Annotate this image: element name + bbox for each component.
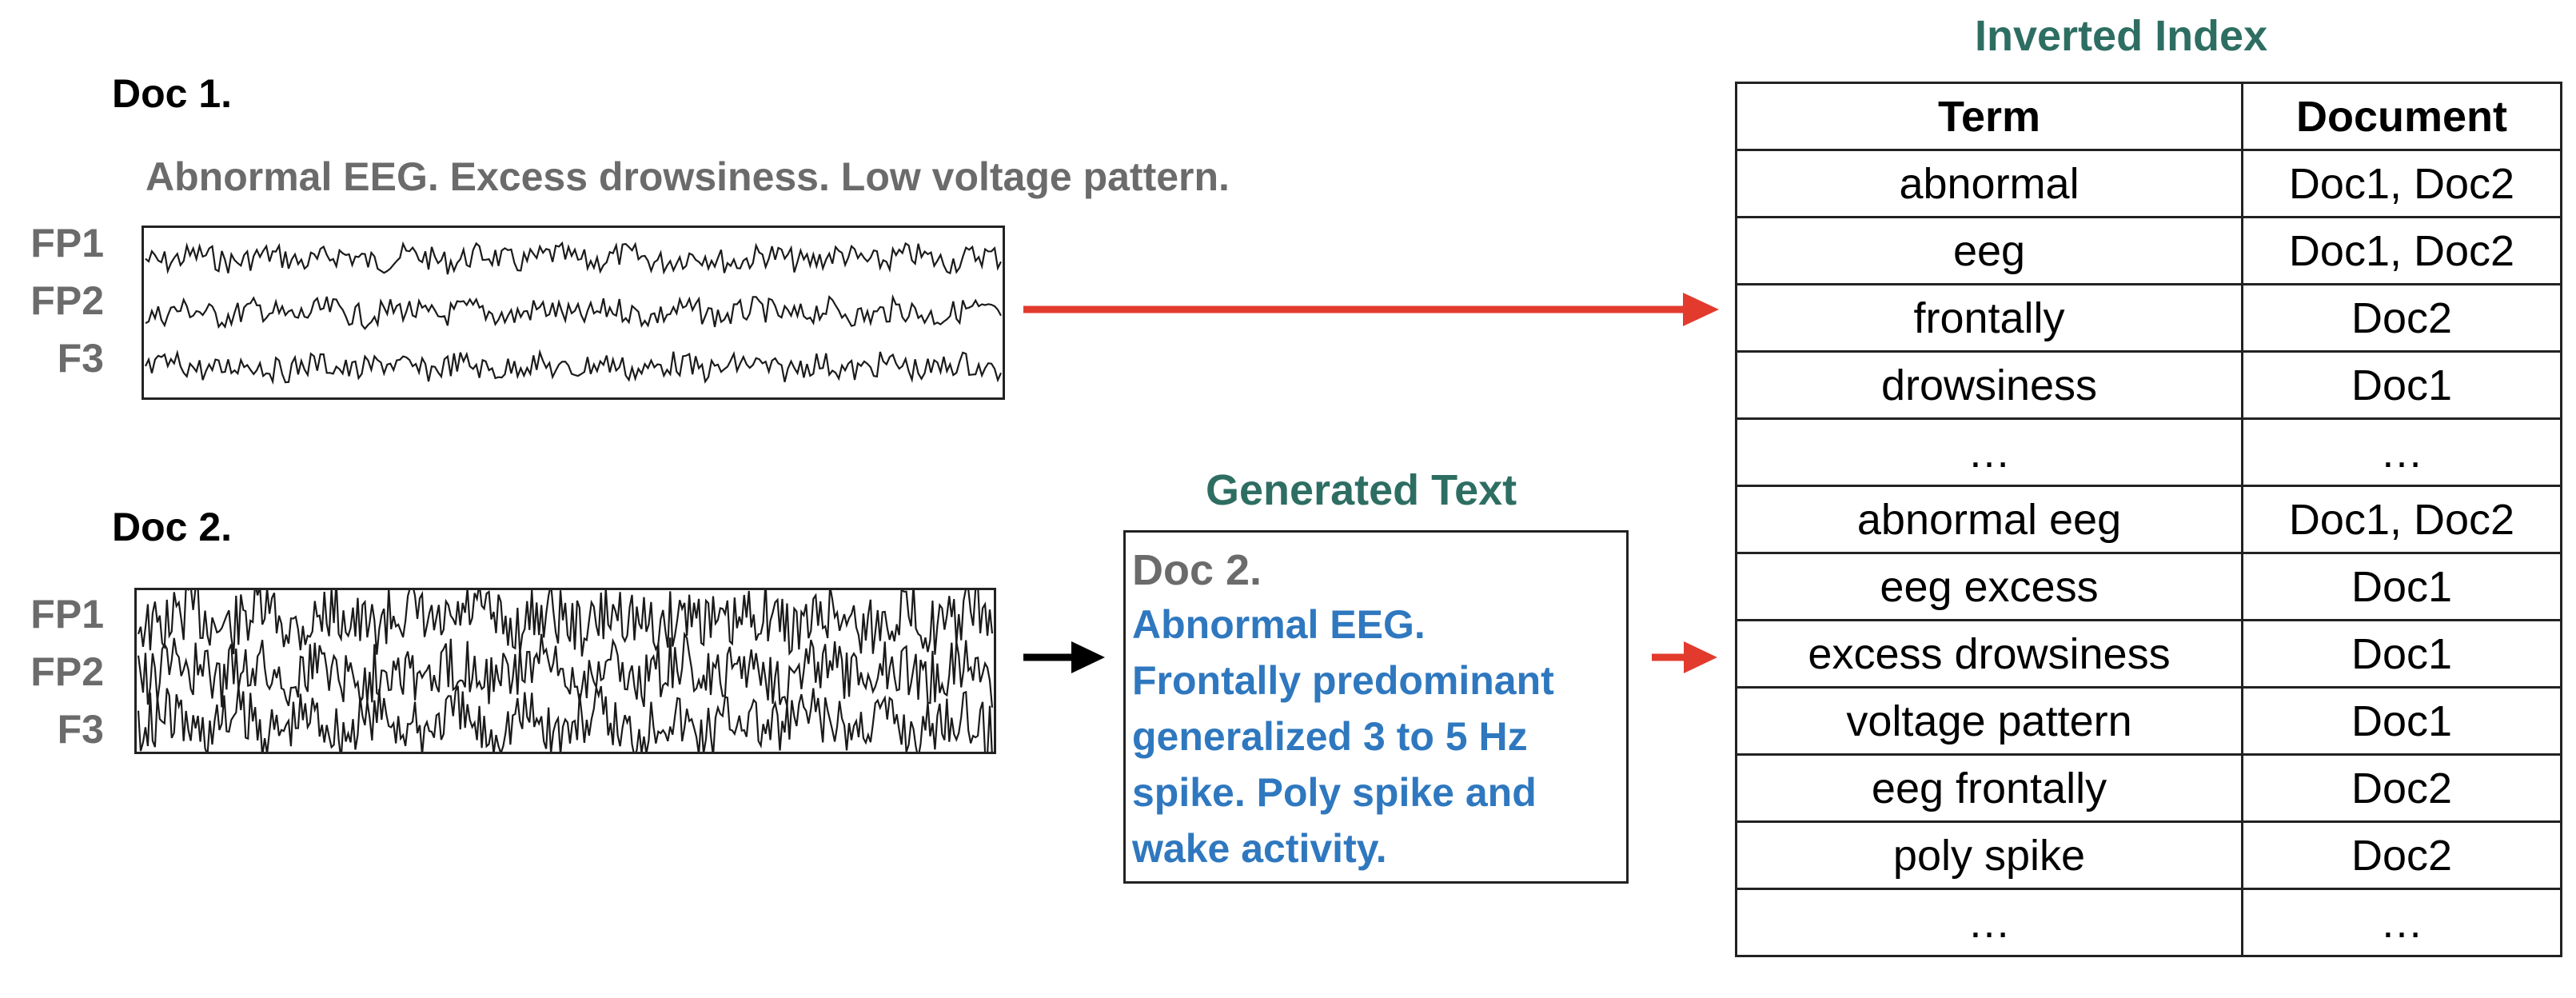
generated-text-box: Doc 2. Abnormal EEG. Frontally predomina… <box>1123 530 1629 884</box>
doc1-channel-fp2: FP2 <box>30 278 104 323</box>
generated-line: spike. Poly spike and <box>1132 770 1537 815</box>
document-cell: Doc1, Doc2 <box>2241 216 2562 285</box>
fp1-trace <box>145 241 1002 275</box>
term-cell: eeg frontally <box>1735 753 2243 823</box>
term-cell: voltage pattern <box>1735 686 2243 756</box>
document-cell: Doc1 <box>2241 350 2562 420</box>
table-header-row: Term Document <box>1735 82 2562 151</box>
fp2-trace <box>145 293 1002 330</box>
term-cell: … <box>1735 417 2243 487</box>
document-cell: Doc2 <box>2241 820 2562 890</box>
doc1-channel-labels: FP1 FP2 F3 <box>0 214 104 387</box>
column-header-document: Document <box>2241 82 2562 151</box>
document-cell: … <box>2241 417 2562 487</box>
doc2-channel-fp1: FP1 <box>30 592 104 637</box>
generated-line: Abnormal EEG. <box>1132 602 1426 647</box>
document-cell: Doc1, Doc2 <box>2241 149 2562 218</box>
doc2-eeg-signal <box>134 588 996 754</box>
f3-trace <box>137 685 993 752</box>
document-cell: Doc1 <box>2241 552 2562 621</box>
term-cell: eeg excess <box>1735 552 2243 621</box>
doc1-caption: Abnormal EEG. Excess drowsiness. Low vol… <box>146 154 1230 199</box>
inverted-index-heading: Inverted Index <box>1975 12 2268 60</box>
term-cell: drowsiness <box>1735 350 2243 420</box>
document-cell: Doc1, Doc2 <box>2241 485 2562 554</box>
generated-to-index-arrow <box>1652 641 1717 673</box>
doc2-title: Doc 2. <box>112 505 233 549</box>
f3-trace <box>145 349 1003 385</box>
document-cell: Doc1 <box>2241 686 2562 756</box>
doc1-eeg-signal <box>142 226 1005 400</box>
doc1-to-index-arrow <box>1023 293 1719 326</box>
doc1-channel-f3: F3 <box>57 336 104 381</box>
term-cell: excess drowsiness <box>1735 619 2243 689</box>
term-cell: abnormal eeg <box>1735 485 2243 554</box>
term-cell: eeg <box>1735 216 2243 285</box>
document-cell: … <box>2241 888 2562 957</box>
generated-doc-label: Doc 2. <box>1132 546 1262 594</box>
document-cell: Doc2 <box>2241 753 2562 823</box>
doc2-channel-labels: FP1 FP2 F3 <box>0 585 104 758</box>
term-cell: … <box>1735 888 2243 957</box>
table-row: …… <box>1735 417 2562 487</box>
fp2-trace <box>137 631 994 708</box>
table-row: …… <box>1735 888 2562 957</box>
term-cell: frontally <box>1735 283 2243 353</box>
term-cell: abnormal <box>1735 149 2243 218</box>
column-header-term: Term <box>1735 82 2243 151</box>
doc2-to-generated-arrow <box>1023 641 1105 673</box>
generated-line: generalized 3 to 5 Hz <box>1132 714 1528 759</box>
fp1-trace <box>137 590 994 657</box>
document-cell: Doc2 <box>2241 283 2562 353</box>
generated-text-heading: Generated Text <box>1206 466 1517 514</box>
generated-line: Frontally predominant <box>1132 658 1554 703</box>
document-cell: Doc1 <box>2241 619 2562 689</box>
doc1-title: Doc 1. <box>112 71 233 116</box>
doc1-channel-fp1: FP1 <box>30 221 104 265</box>
term-cell: poly spike <box>1735 820 2243 890</box>
generated-line: wake activity. <box>1132 826 1387 871</box>
doc2-channel-fp2: FP2 <box>30 649 104 694</box>
doc2-channel-f3: F3 <box>57 707 104 752</box>
